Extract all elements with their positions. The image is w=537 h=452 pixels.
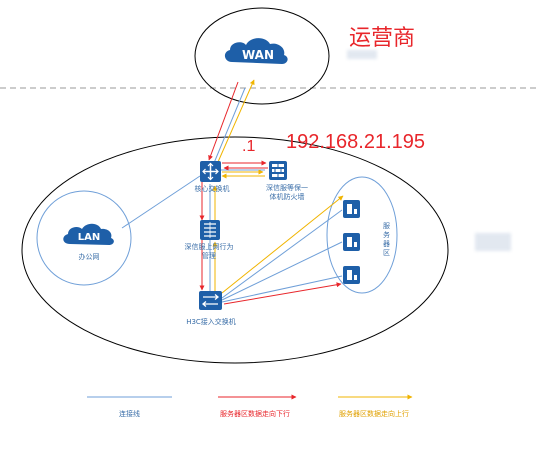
lan-label: LAN [78,232,100,243]
redacted-text [347,50,377,59]
lan-cloud-icon: LAN [63,223,114,245]
firewall-icon [269,161,287,180]
behavior-management-label: 深信服上网行为 管理 [184,243,234,260]
server-icon [343,233,360,251]
legend-link-label: 连接线 [119,410,140,418]
connection-lines [121,87,343,303]
internal-network-ellipse [21,136,449,364]
access-switch-label: H3C接入交换机 [186,318,236,326]
office-network-circle [36,190,132,286]
downstream-lines [199,81,342,305]
redacted-text [475,233,511,251]
wan-cloud-icon: WAN [224,38,288,64]
operator-label: 运营商 [349,26,416,51]
behavior-management-icon [200,220,220,240]
router-icon [200,161,221,182]
server-icon [343,266,360,284]
core-switch-label: 核心交换机 [194,185,230,193]
upstream-lines [212,79,344,294]
office-network-label: 办公网 [78,253,100,261]
legend-up-label: 服务器区数据走向上行 [339,410,409,418]
ip-address-label: 192.168.21.195 [286,131,426,153]
operator-ellipse [194,7,330,105]
switch-icon [199,291,222,310]
gateway-label: .1 [242,138,256,155]
server-zone-ellipse [326,176,398,294]
server-icon [343,200,360,218]
wan-label: WAN [242,48,274,62]
server-zone-label: 服 务 器 区 [383,222,390,257]
firewall-label: 深信服等保一 体机防火墙 [266,184,308,201]
legend-down-label: 服务器区数据走向下行 [220,410,290,418]
